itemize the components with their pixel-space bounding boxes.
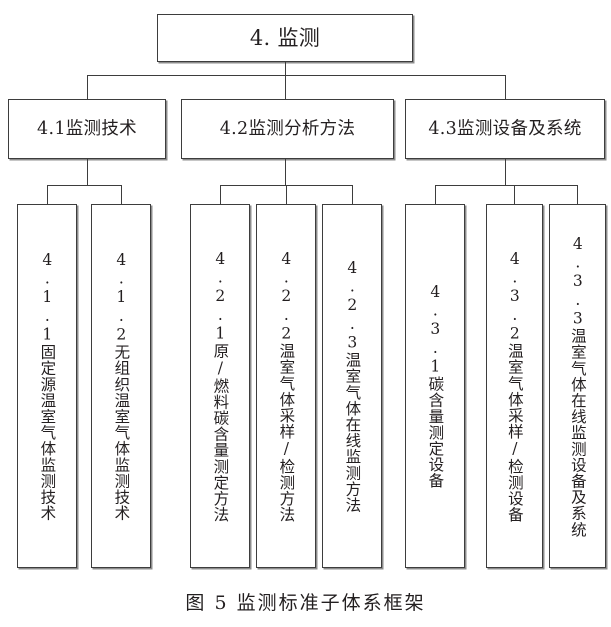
node-4-2-1-fuel-carbon-content[interactable]: 4.2.1原/燃料碳含量测定方法 — [190, 204, 250, 568]
edge-drop-4-3-2 — [514, 185, 515, 205]
node-4-2-3-ghg-online-method[interactable]: 4.2.3温室气体在线监测方法 — [322, 204, 382, 568]
node-4-2-label: 4.2监测分析方法 — [219, 118, 356, 139]
edge-drop-4-2-2 — [286, 185, 287, 205]
node-4-2-2-label: 4.2.2温室气体采样/检测方法 — [277, 249, 296, 523]
node-4-1-1-label: 4.1.1固定源温室气体监测技术 — [38, 250, 57, 522]
edge-drop-4-1-1 — [47, 185, 48, 205]
node-4-1-1-stationary-source[interactable]: 4.1.1固定源温室气体监测技术 — [17, 204, 77, 568]
edge-4-1-stem — [87, 159, 88, 185]
figure-caption: 图 5 监测标准子体系框架 — [185, 592, 426, 614]
node-4-2-3-label: 4.2.3温室气体在线监测方法 — [343, 259, 362, 513]
node-4-3-2-label: 4.3.2温室气体采样/检测设备 — [505, 249, 524, 523]
edge-drop-4-1-2 — [121, 185, 122, 205]
node-4-1-monitoring-technology[interactable]: 4.1监测技术 — [8, 99, 166, 159]
edge-level2-bus — [87, 75, 506, 76]
edge-4-3-bus — [435, 185, 578, 186]
edge-4-2-stem — [285, 159, 286, 185]
node-4-1-label: 4.1监测技术 — [37, 118, 137, 139]
edge-4-3-stem — [505, 159, 506, 185]
edge-drop-4-2-3 — [352, 185, 353, 205]
edge-4-1-bus — [47, 185, 122, 186]
node-4-3-equipment-systems[interactable]: 4.3监测设备及系统 — [405, 99, 605, 159]
edge-root-stem — [285, 62, 286, 76]
edge-drop-4-3-3 — [577, 185, 578, 205]
edge-drop-4-3 — [505, 75, 506, 100]
node-root-4-monitoring[interactable]: 4. 监测 — [157, 14, 413, 62]
edge-drop-4-1 — [87, 75, 88, 100]
node-4-2-1-label: 4.2.1原/燃料碳含量测定方法 — [211, 249, 230, 523]
node-4-2-analysis-methods[interactable]: 4.2监测分析方法 — [181, 99, 394, 159]
node-4-3-1-label: 4.3.1碳含量测定设备 — [426, 283, 445, 489]
node-4-3-3-ghg-online-equipment[interactable]: 4.3.3温室气体在线监测设备及系统 — [549, 204, 606, 568]
node-4-3-2-ghg-sampling-equipment[interactable]: 4.3.2温室气体采样/检测设备 — [486, 204, 543, 568]
edge-drop-4-2 — [285, 75, 286, 100]
node-4-2-2-ghg-sampling-method[interactable]: 4.2.2温室气体采样/检测方法 — [256, 204, 316, 568]
edge-drop-4-2-1 — [220, 185, 221, 205]
node-4-1-2-label: 4.1.2无组织温室气体监测技术 — [112, 250, 131, 522]
node-4-3-label: 4.3监测设备及系统 — [428, 118, 582, 139]
edge-drop-4-3-1 — [435, 185, 436, 205]
node-4-3-1-carbon-content-equipment[interactable]: 4.3.1碳含量测定设备 — [405, 204, 465, 568]
node-root-label: 4. 监测 — [249, 25, 321, 50]
node-4-1-2-fugitive-source[interactable]: 4.1.2无组织温室气体监测技术 — [91, 204, 151, 568]
node-4-3-3-label: 4.3.3温室气体在线监测设备及系统 — [568, 234, 587, 538]
